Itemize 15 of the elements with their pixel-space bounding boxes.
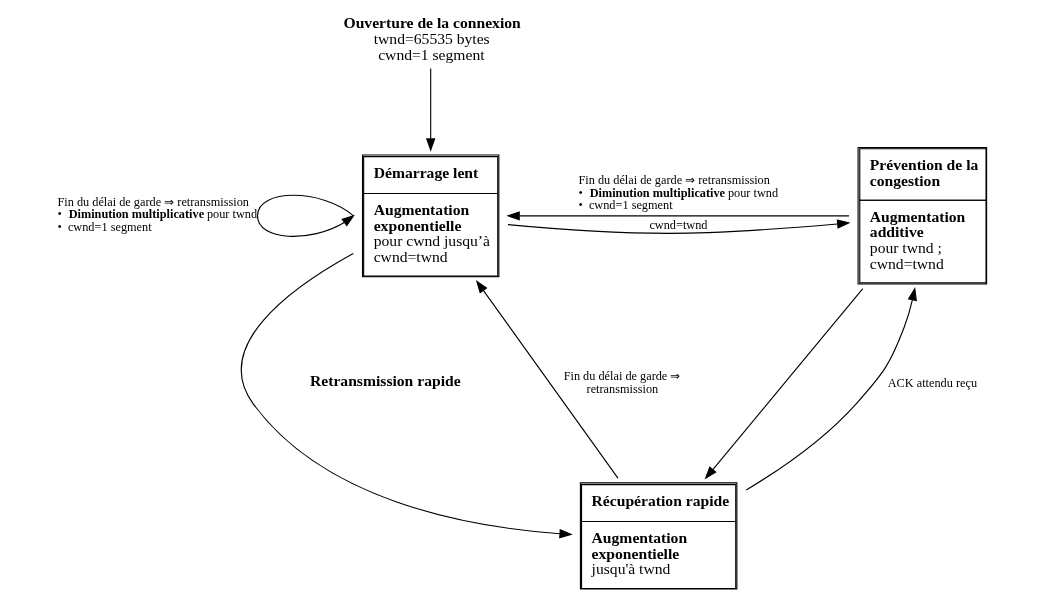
arrow — [425, 68, 435, 152]
arrow — [505, 211, 850, 221]
arrow — [475, 279, 618, 479]
edge-label: cwnd=twnd — [648, 218, 708, 233]
arrow — [506, 219, 851, 234]
edge-label: Fin du délai de garde ⇒ retransmission • Diminution multiplicative pour twnd • cwnd=1 segment — [577, 173, 778, 212]
arrow — [745, 287, 917, 491]
arrow — [256, 194, 355, 237]
edge-label: Fin du délai de garde ⇒ retransmission • Diminution multiplicative pour twnd • cwnd=1 segment — [56, 195, 257, 234]
edge-label: ACK attendu reçu — [887, 375, 977, 390]
label: Retransmission rapide — [309, 372, 461, 390]
edge-label: Fin du délai de garde ⇒ retransmission — [563, 368, 680, 397]
node-text: Ouverture de la connexion twnd=65535 bytes cwnd=1 segment — [343, 14, 521, 63]
arrow — [704, 288, 863, 480]
arrow — [240, 252, 573, 539]
